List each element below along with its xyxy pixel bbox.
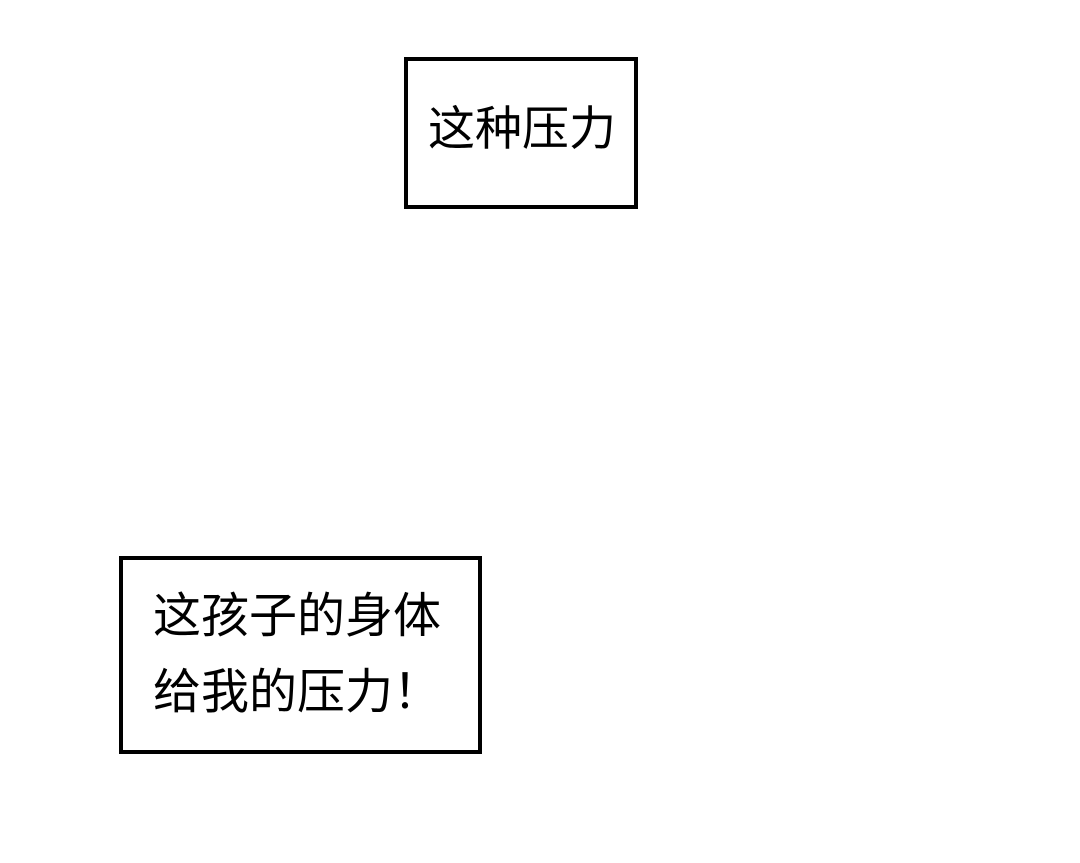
caption-box-top: 这种压力 <box>404 57 638 209</box>
caption-text-bottom-line-2: 给我的压力！ <box>153 664 442 720</box>
caption-text-top: 这种压力 <box>428 102 616 157</box>
caption-text-bottom-line-1: 这孩子的身体 <box>153 588 442 644</box>
caption-box-bottom: 这孩子的身体 给我的压力！ <box>119 556 482 754</box>
